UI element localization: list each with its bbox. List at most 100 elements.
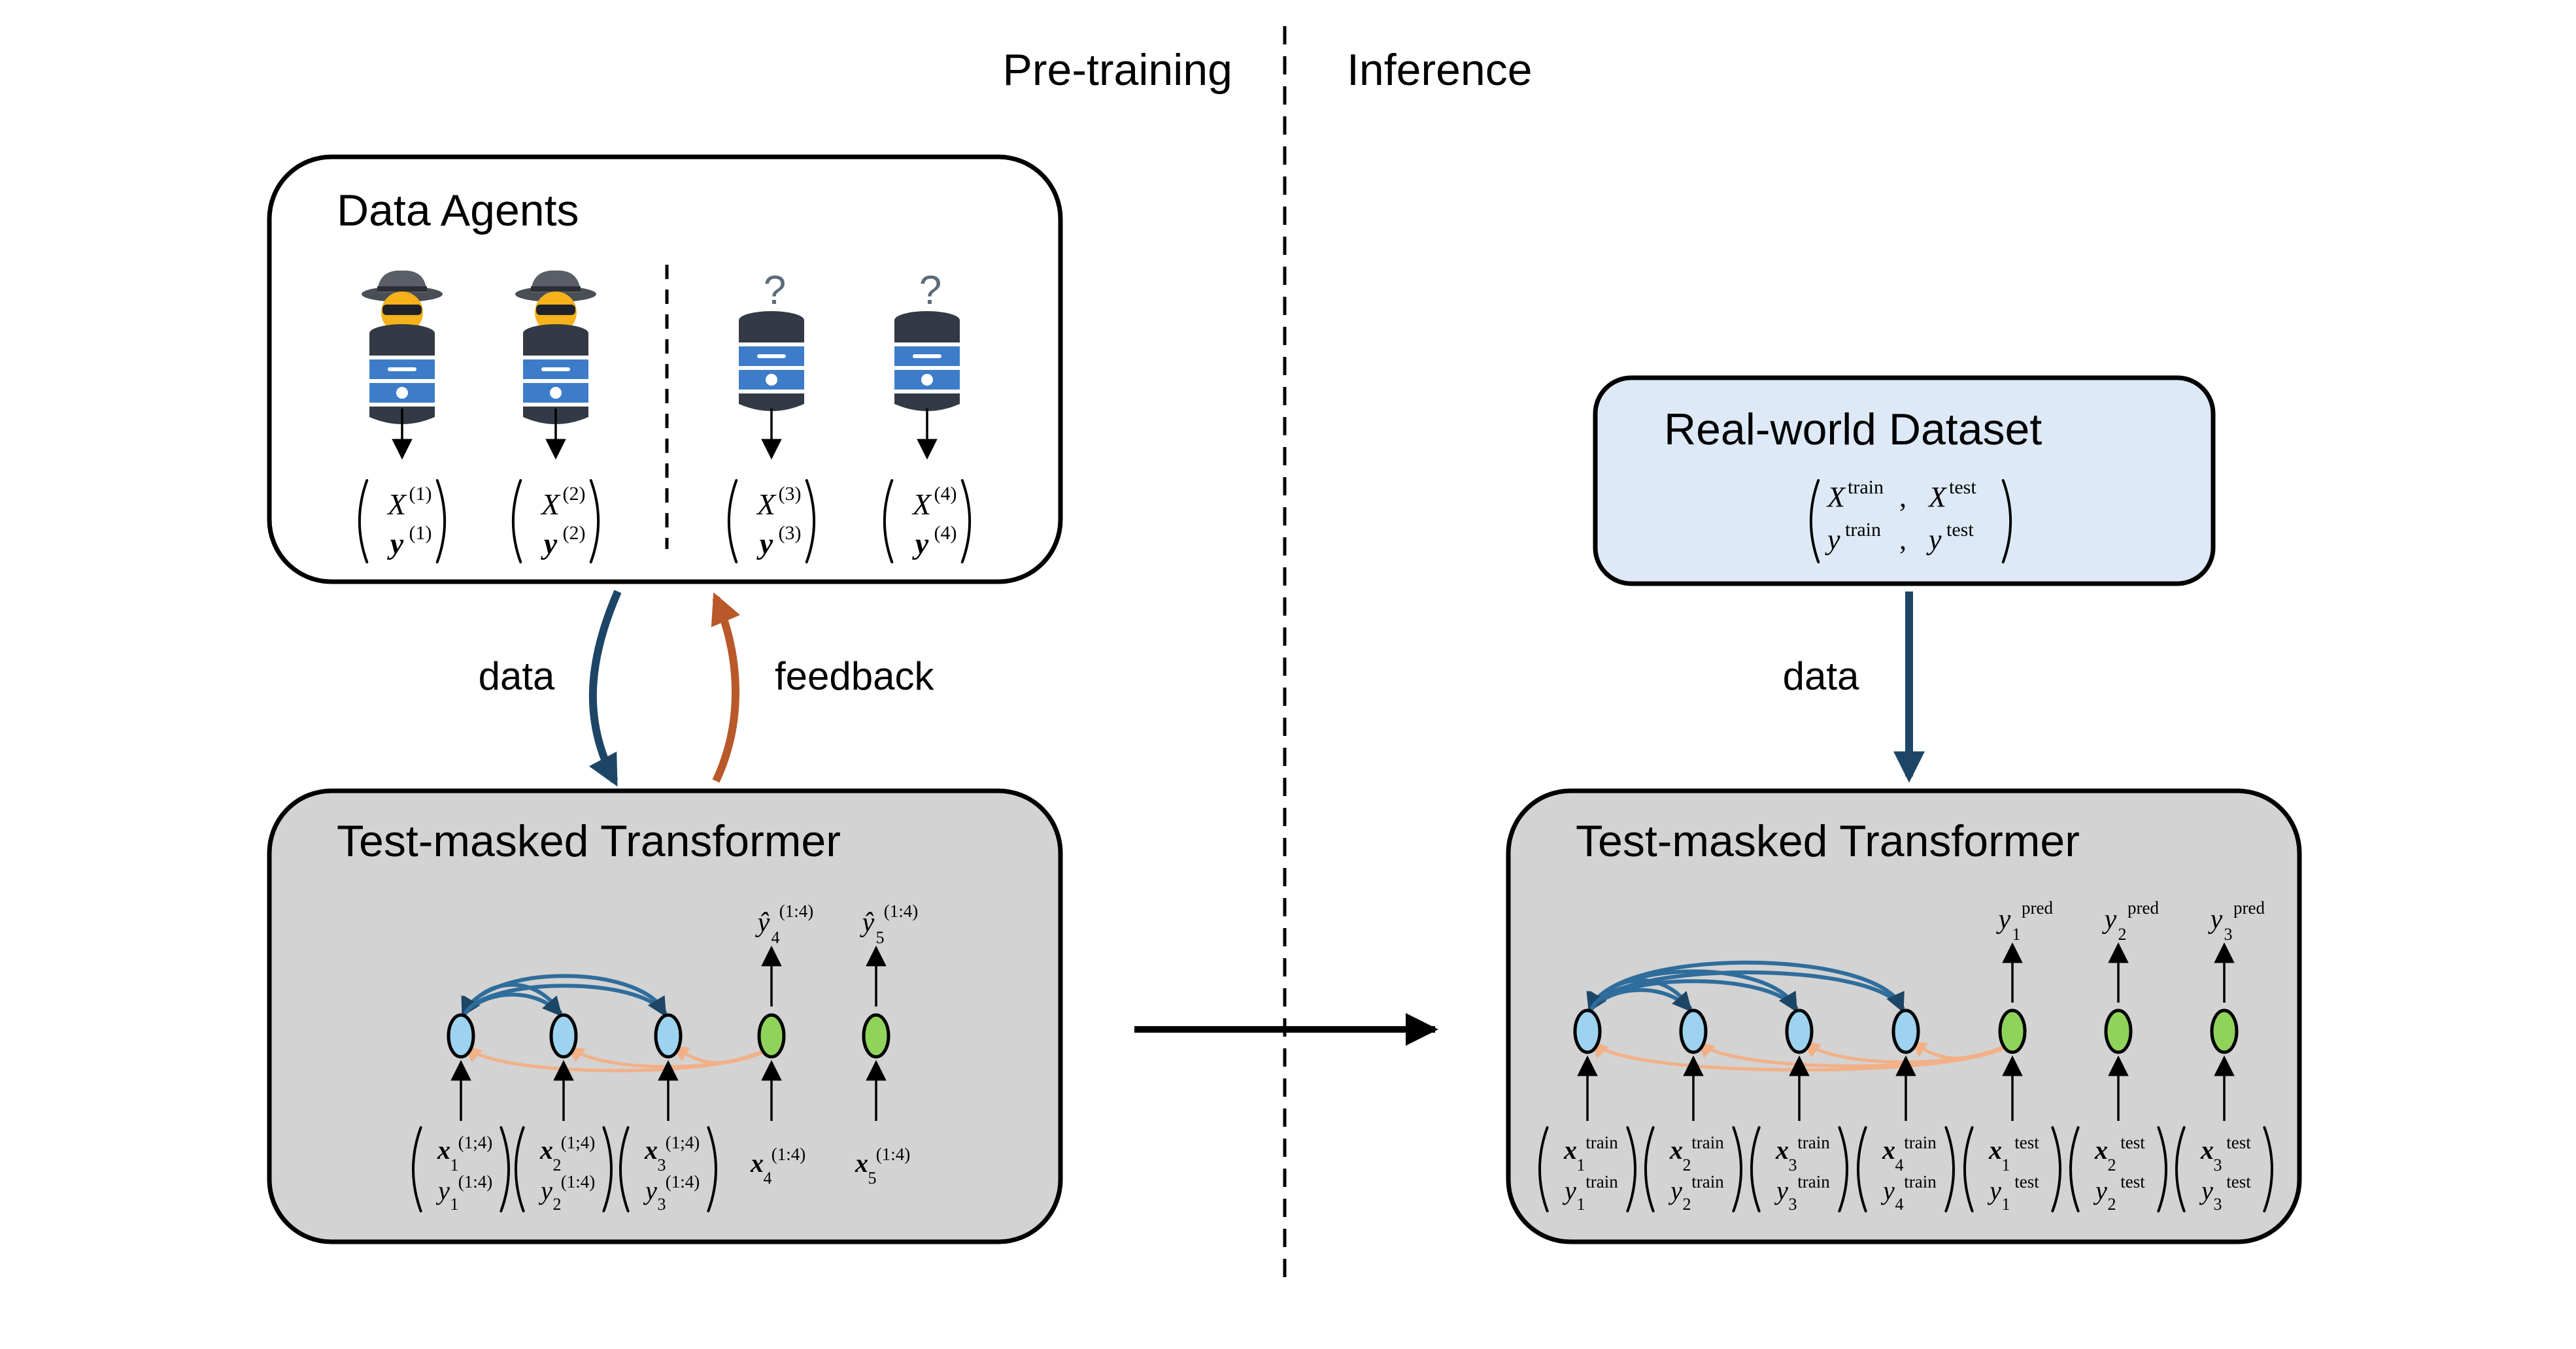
prediction-label: y — [2208, 905, 2223, 935]
y-label: y — [643, 1176, 657, 1205]
data-agents-title: Data Agents — [337, 186, 579, 235]
y-superscript: train — [1691, 1172, 1724, 1191]
y-label: y — [2199, 1176, 2213, 1205]
right-paren — [1944, 1126, 1956, 1212]
x-feature: x — [1669, 1135, 1683, 1165]
prediction-superscript: (1:4) — [884, 901, 918, 921]
right-paren — [2157, 1126, 2168, 1212]
y-train: y — [1825, 524, 1840, 556]
matrix-X-superscript: (1) — [409, 483, 432, 505]
y-superscript: test — [2226, 1172, 2251, 1191]
tm-left-title: Test-masked Transformer — [337, 816, 841, 866]
matrix-X: X — [756, 488, 777, 521]
right-paren — [500, 1126, 511, 1212]
y-superscript: train — [1585, 1172, 1618, 1191]
right-paren — [589, 479, 600, 563]
db-bottom — [739, 393, 804, 411]
left-paren — [511, 479, 522, 563]
matrix-X-superscript: (3) — [779, 483, 802, 505]
attention-arc — [1586, 960, 1905, 1013]
left-paren — [1750, 1126, 1761, 1212]
prediction-subscript: 4 — [771, 928, 780, 947]
left-paren — [1856, 1126, 1867, 1212]
x-subscript: 4 — [764, 1169, 772, 1188]
agent-4: ?X(4)y(4) — [883, 268, 972, 563]
right-paren — [2001, 479, 2012, 563]
db-segment — [369, 333, 435, 356]
db-segment — [739, 320, 804, 342]
right-paren — [435, 479, 447, 563]
y-superscript: train — [1797, 1172, 1830, 1191]
db-slot — [913, 354, 941, 358]
matrix-X: X — [911, 488, 932, 521]
data-label-right: data — [1783, 654, 1859, 698]
x-superscript: train — [1585, 1133, 1618, 1152]
x-train: X — [1826, 481, 1846, 513]
x-subscript: 2 — [1683, 1156, 1691, 1174]
x-superscript: test — [2226, 1133, 2251, 1152]
y-label: y — [1562, 1176, 1576, 1205]
left-paren — [514, 1126, 525, 1212]
data-agents-box: Data Agents — [267, 154, 1063, 584]
right-paren — [805, 479, 816, 563]
x-feature: x — [855, 1148, 868, 1178]
x-subscript: 2 — [2108, 1156, 2116, 1174]
y-subscript: 3 — [658, 1195, 666, 1214]
y-superscript: (1:4) — [666, 1172, 700, 1191]
right-paren — [1732, 1126, 1743, 1212]
y-subscript: 1 — [1577, 1195, 1585, 1214]
y-subscript: 4 — [1895, 1195, 1904, 1214]
prediction-superscript: pred — [2233, 898, 2265, 918]
x-feature: x — [1988, 1135, 2002, 1165]
left-paren — [883, 479, 894, 563]
db-segment — [894, 320, 960, 342]
token-node — [654, 1013, 683, 1059]
matrix-X-superscript: (2) — [563, 483, 586, 505]
real-world-box: Real-world Dataset — [1593, 375, 2216, 586]
comma: , — [1899, 524, 1907, 556]
y-train-superscript: train — [1845, 519, 1881, 541]
y-subscript: 1 — [450, 1195, 459, 1214]
x-feature: x — [750, 1148, 764, 1178]
prediction-label: ŷ — [860, 908, 875, 938]
right-paren — [2051, 1126, 2062, 1212]
left-paren — [1809, 479, 1820, 563]
right-paren — [1838, 1126, 1849, 1212]
db-dot — [921, 374, 933, 386]
db-bottom — [894, 393, 960, 411]
matrix-X-superscript: (4) — [934, 483, 957, 505]
question-mark: ? — [764, 268, 786, 313]
y-label: y — [2093, 1176, 2107, 1205]
attention-arc — [463, 984, 667, 1018]
x-subscript: 2 — [553, 1156, 562, 1174]
db-dot — [396, 387, 408, 399]
y-superscript: (1:4) — [561, 1172, 595, 1191]
db-slot — [541, 367, 570, 371]
comma: , — [1899, 481, 1907, 513]
left-paren — [1644, 1126, 1655, 1212]
token-node — [2104, 1008, 2133, 1054]
label-y-superscript: (1) — [409, 522, 432, 544]
label-y-superscript: (3) — [779, 522, 802, 544]
x-subscript: 5 — [868, 1169, 877, 1188]
prediction-superscript: pred — [2022, 898, 2053, 918]
real-world-title: Real-world Dataset — [1664, 405, 2042, 454]
x-subscript: 1 — [1577, 1156, 1585, 1174]
token-node — [447, 1013, 475, 1059]
agent-2: X(2)y(2) — [511, 270, 600, 563]
db-segment — [523, 333, 588, 356]
attention-arc — [1589, 970, 1905, 1013]
db-slot — [757, 354, 786, 358]
db-dot — [550, 387, 562, 399]
x-superscript: (1;4) — [666, 1133, 700, 1152]
prediction-superscript: (1:4) — [779, 901, 813, 921]
token-node — [1998, 1008, 2027, 1054]
left-paren — [358, 479, 369, 563]
left-paren — [619, 1126, 630, 1212]
y-superscript: test — [2014, 1172, 2039, 1191]
token-node — [862, 1013, 890, 1059]
data-label: data — [479, 654, 555, 698]
prediction-subscript: 1 — [2012, 925, 2021, 944]
x-subscript: 3 — [1789, 1156, 1797, 1174]
y-label: y — [1774, 1176, 1788, 1205]
